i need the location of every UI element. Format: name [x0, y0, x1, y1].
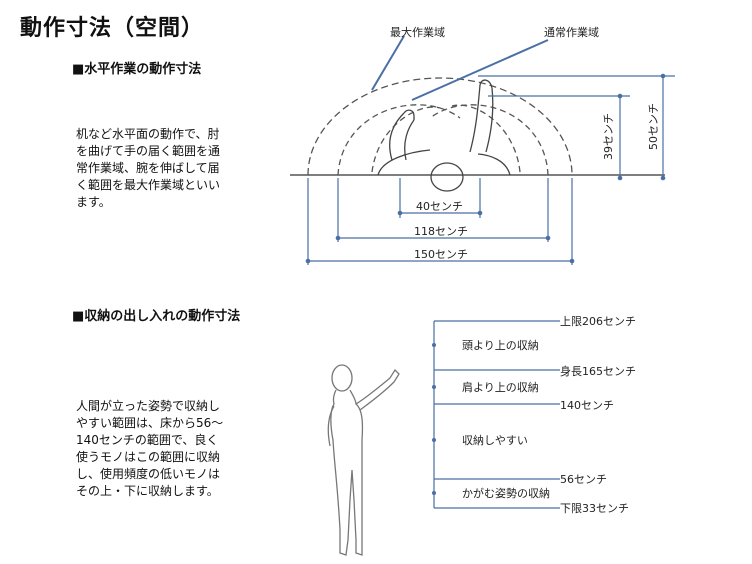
dim-label-118: 118センチ: [414, 225, 468, 238]
max-work-area-arc: [307, 77, 573, 176]
leader-line-normal: [411, 39, 549, 101]
normal-work-area-inner-right: [451, 104, 521, 173]
leader-line-max: [371, 35, 405, 91]
description-horizontal: 机など水平面の動作で、肘 を曲げて手の届く範囲を通 常作業域、腕を伸ばして届 く…: [76, 127, 221, 209]
level-label-140: 140センチ: [560, 399, 614, 412]
seated-person-top-view: [377, 79, 511, 192]
normal-work-area-arc-right: [429, 104, 549, 176]
dim-label-50: 50センチ: [647, 103, 660, 150]
section-heading-storage: ■収納の出し入れの動作寸法: [72, 309, 241, 324]
standing-person-figure: [327, 364, 400, 556]
label-normal-work-area: 通常作業域: [544, 26, 599, 39]
zone-label-above-head: 頭より上の収納: [462, 339, 539, 352]
description-storage: 人間が立った姿勢で収納し やすい範囲は、床から56～ 140センチの範囲で、良く…: [76, 399, 224, 498]
zone-label-easy-storage: 収納しやすい: [462, 434, 528, 447]
page-title: 動作寸法（空間）: [20, 16, 205, 41]
storage-diagram: [327, 320, 560, 556]
normal-work-area-arc-left: [337, 104, 461, 176]
level-label-56: 56センチ: [560, 473, 607, 486]
storage-scale-ticks: [432, 343, 436, 495]
dim-label-150: 150センチ: [414, 248, 468, 261]
level-label-206: 上限206センチ: [560, 315, 636, 328]
normal-work-area-inner-left: [371, 106, 441, 173]
dim-label-40: 40センチ: [416, 200, 463, 213]
label-max-work-area: 最大作業域: [390, 25, 445, 39]
zone-label-crouching: かがむ姿勢の収納: [462, 486, 550, 500]
dimension-endpoints: [305, 73, 666, 264]
section-heading-horizontal: ■水平作業の動作寸法: [72, 62, 202, 77]
horizontal-work-diagram: [290, 35, 675, 265]
zone-label-above-shoulder: 肩より上の収納: [462, 380, 539, 394]
level-label-33: 下限33センチ: [560, 502, 629, 515]
horizontal-dimension-lines: [307, 75, 675, 265]
level-label-165: 身長165センチ: [560, 364, 636, 378]
dim-label-39: 39センチ: [602, 113, 615, 160]
storage-scale-lines: [433, 320, 560, 509]
